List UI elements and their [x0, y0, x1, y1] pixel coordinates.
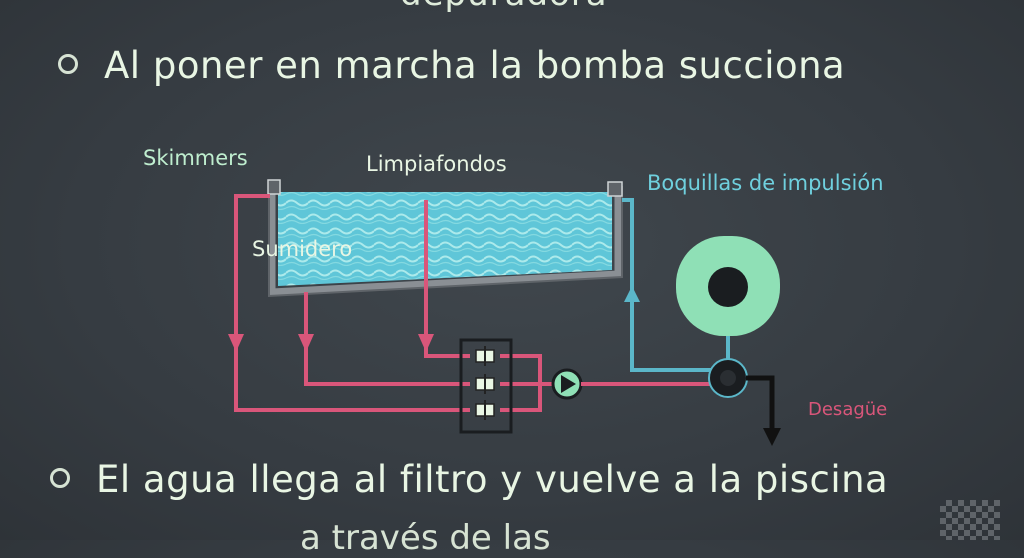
pool-circuit-diagram [228, 179, 781, 446]
label-boquillas: Boquillas de impulsión [647, 171, 884, 195]
bullet-2-text: El agua llega al filtro y vuelve a la pi… [96, 458, 889, 501]
nozzle-box [607, 181, 623, 197]
bullet-circle-icon [50, 467, 70, 488]
bullet-1-text: Al poner en marcha la bomba succiona [104, 44, 846, 87]
label-limpiafondos: Limpiafondos [366, 152, 507, 176]
valves [475, 346, 495, 420]
slide-title-partial: depuradora [400, 0, 608, 14]
pool-wall [268, 186, 622, 296]
bullet-text-1: Al poner en marcha la bomba succiona [58, 44, 845, 87]
skimmer-box [267, 179, 281, 195]
label-skimmers: Skimmers [143, 146, 248, 170]
drain-pipe [746, 375, 775, 430]
suction-arrows [228, 334, 434, 352]
pool-water [278, 192, 612, 286]
checker-pattern-icon [940, 500, 1000, 540]
suction-pipes [234, 194, 556, 412]
label-sumidero: Sumidero [252, 237, 353, 261]
selector-valve-box [459, 338, 513, 434]
partial-bottom-text: a través de las [300, 518, 551, 558]
bullet-text-2: El agua llega al filtro y vuelve a la pi… [50, 458, 888, 501]
return-arrow [624, 286, 640, 302]
bullet-circle-icon [58, 53, 78, 74]
label-desague: Desagüe [808, 399, 888, 420]
